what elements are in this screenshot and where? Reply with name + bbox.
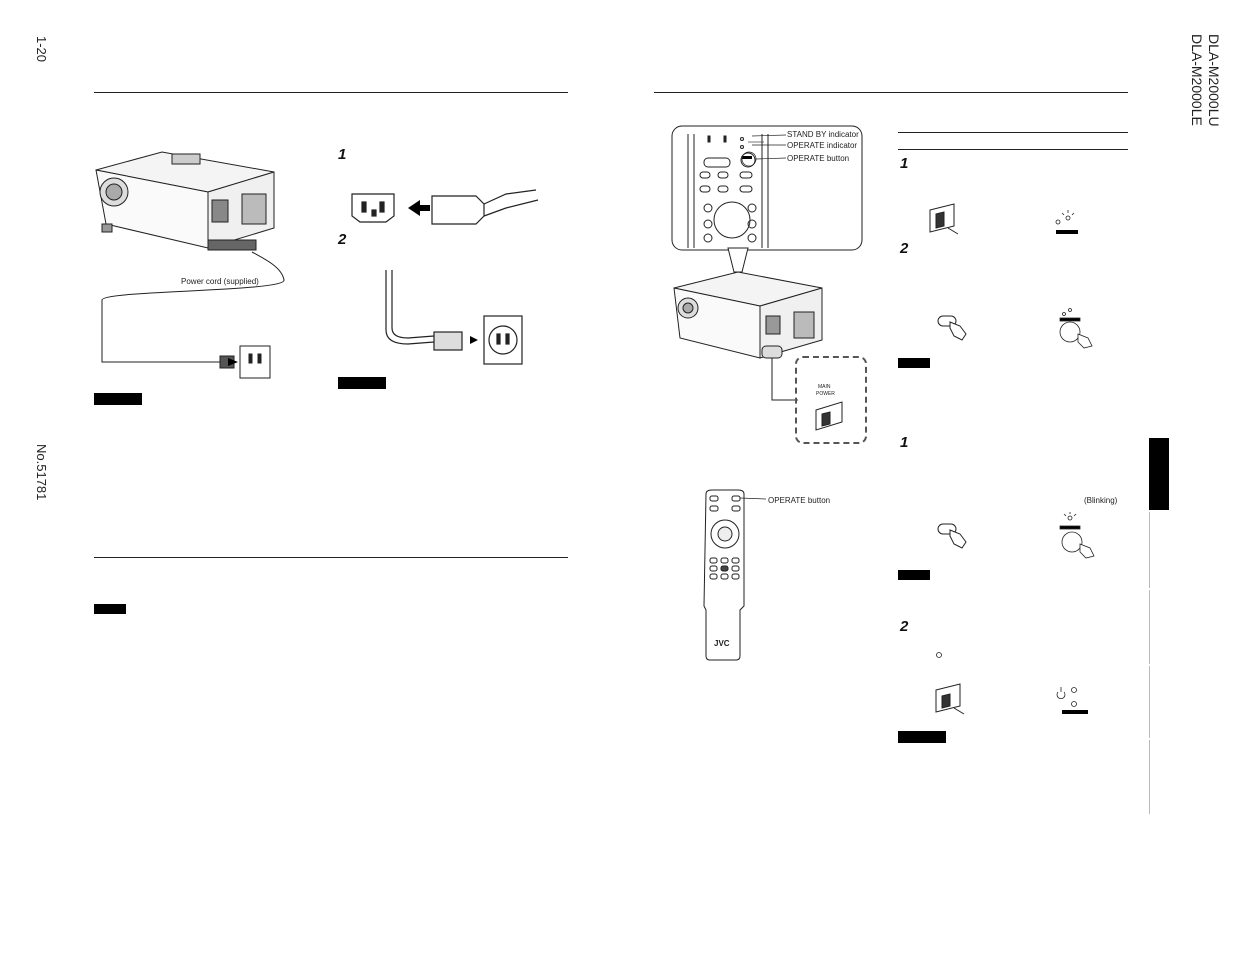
model-name-le: DLA-M2000LE	[1189, 34, 1205, 126]
section-tab-2	[1149, 512, 1170, 588]
model-name-lu: DLA-M2000LU	[1206, 34, 1222, 127]
caution-badge-center	[338, 377, 386, 389]
hand-press-button-icon	[937, 315, 967, 341]
power-switch-off-icon	[935, 683, 965, 715]
section-rule-left-bottom	[94, 557, 568, 558]
inlet-connector-illustration	[351, 189, 539, 225]
hand-press-button-icon-2	[937, 523, 967, 549]
main-power-text2: POWER	[816, 391, 835, 397]
projector-top-panel-illustration	[671, 125, 863, 401]
note-badge-right-1	[898, 358, 930, 368]
page-number: 1-20	[34, 36, 49, 63]
step-2-right-top: 2	[900, 240, 909, 257]
indicator-off-icon	[936, 652, 942, 658]
note-badge-left	[94, 604, 126, 614]
operate-button-press-icon	[1059, 308, 1093, 349]
section-tab-3	[1149, 590, 1170, 664]
step-1-right-top: 1	[900, 155, 909, 172]
callout-leaders	[741, 134, 787, 167]
projector-power-cord-illustration	[95, 151, 285, 379]
operate-button-label: OPERATE button	[787, 154, 850, 163]
doc-number: No.51781	[34, 444, 49, 501]
main-power-switch-icon	[815, 401, 843, 431]
step-1-right-bottom: 1	[900, 434, 909, 451]
step-2-center: 2	[338, 231, 347, 248]
subsection-rule-1	[898, 132, 1128, 133]
step-2-right-bottom: 2	[900, 618, 909, 635]
remote-brand-logo: JVC	[714, 639, 730, 648]
main-power-text1: MAIN	[818, 384, 831, 390]
section-tab-5	[1149, 740, 1170, 814]
standby-indicator-label: STAND BY indicator	[787, 130, 859, 139]
caution-badge-left	[94, 393, 142, 405]
operate-indicator-label: OPERATE indicator	[787, 141, 858, 150]
caution-badge-right	[898, 731, 946, 743]
note-badge-right-2	[898, 570, 930, 580]
power-cord-label: Power cord (supplied)	[181, 277, 259, 286]
power-switch-small-icon	[929, 203, 959, 235]
remote-operate-button-label: OPERATE button	[768, 496, 831, 505]
blinking-label: (Blinking)	[1084, 496, 1118, 505]
section-rule-left-top	[94, 92, 568, 93]
section-rule-right-top	[654, 92, 1128, 93]
remote-control-illustration	[703, 489, 767, 661]
operate-indicator-icon	[742, 156, 752, 159]
standby-lamp-icon	[1055, 210, 1078, 234]
step-1-center: 1	[338, 146, 347, 163]
leader-lines-icon	[748, 141, 764, 143]
subsection-rule-2	[898, 149, 1128, 150]
operate-button-blinking-icon	[1059, 512, 1095, 559]
wall-outlet-illustration	[385, 270, 523, 365]
indicators-off-icon	[1056, 687, 1088, 714]
main-power-panel	[795, 356, 867, 444]
section-tab-active	[1149, 438, 1169, 510]
section-tab-4	[1149, 666, 1170, 738]
